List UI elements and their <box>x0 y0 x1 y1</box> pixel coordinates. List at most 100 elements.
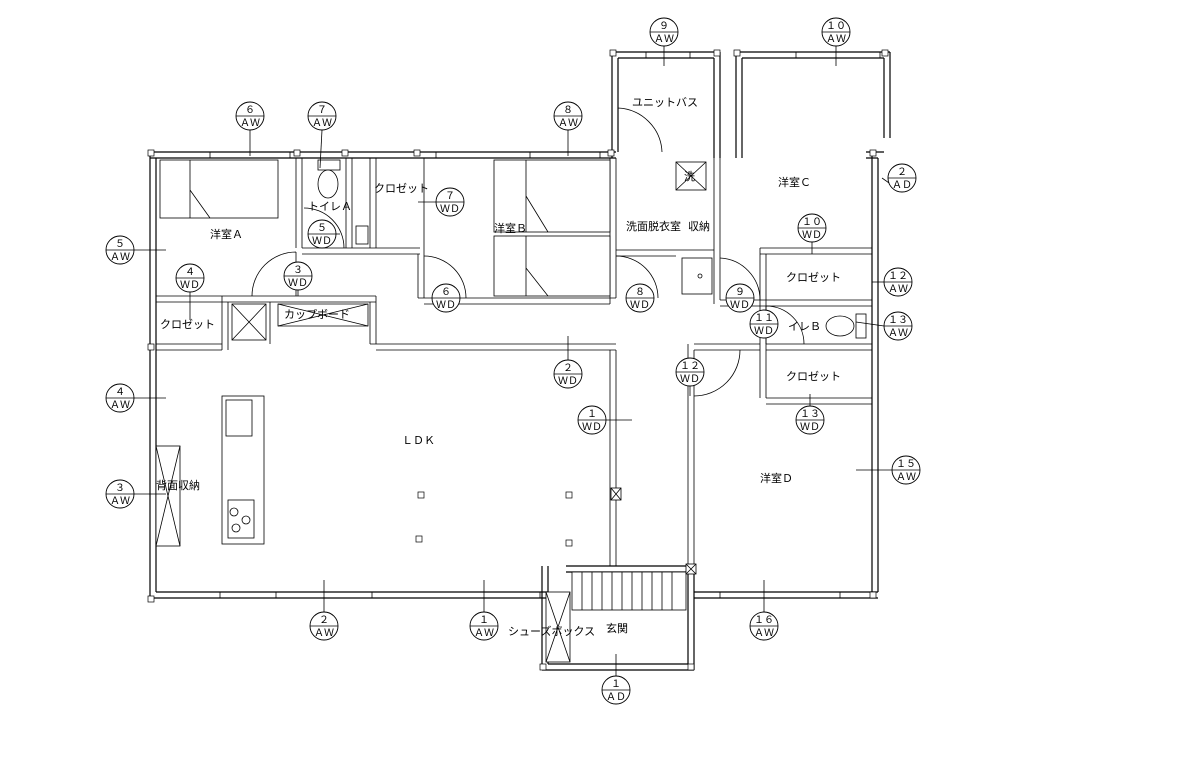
tag-type: ＡＷ <box>558 118 578 129</box>
tag-wd1: １ＷＤ <box>577 405 632 435</box>
room-label-ldk: ＬＤＫ <box>402 434 435 447</box>
room-label-cupboard: カップボード <box>284 308 350 321</box>
tag-type: ＡＷ <box>110 496 130 507</box>
room-label-closet-1: クロゼット <box>374 182 429 195</box>
tag-aw1: １ＡＷ <box>469 580 499 641</box>
tag-number: １３ <box>888 315 908 326</box>
tag-aw8: ８ＡＷ <box>553 101 583 156</box>
tag-type: ＷＤ <box>436 300 456 311</box>
exterior-walls <box>149 51 891 671</box>
room-label-closet-2: クロゼット <box>786 271 841 284</box>
tag-number: ４ <box>185 267 195 278</box>
tag-type: ＡＷ <box>110 400 130 411</box>
tag-number: １２ <box>680 361 700 372</box>
tag-type: ＡＷ <box>312 118 332 129</box>
tag-type: ＷＤ <box>440 204 460 215</box>
opening-tags: ９ＡＷ１０ＡＷ６ＡＷ７ＡＷ８ＡＷ２ＡＤ７ＷＤ１０ＷＤ５ＡＷ５ＷＤ４ＷＤ３ＷＤ６Ｗ… <box>105 17 921 705</box>
tag-number: ７ <box>317 105 327 116</box>
tag-wd3: ３ＷＤ <box>283 261 313 296</box>
tag-type: ＡＷ <box>888 328 908 339</box>
tag-number: １３ <box>800 409 820 420</box>
tag-number: １６ <box>754 615 774 626</box>
tag-type: ＡＷ <box>754 628 774 639</box>
tag-leader <box>319 129 323 169</box>
tag-type: ＡＷ <box>474 628 494 639</box>
tag-number: １ <box>587 409 597 420</box>
tag-wd8: ８ＷＤ <box>625 283 655 313</box>
room-label-unit-bath: ユニットバス <box>632 96 698 109</box>
tag-type: ＷＤ <box>630 300 650 311</box>
posts <box>147 49 889 671</box>
tag-number: １１ <box>754 313 774 324</box>
tag-ad2: ２ＡＤ <box>881 163 917 193</box>
tag-type: ＡＷ <box>240 118 260 129</box>
tag-number: １５ <box>896 459 916 470</box>
room-label-toilet-a: トイレＡ <box>308 200 352 213</box>
tag-leader <box>855 321 885 327</box>
tag-aw6: ６ＡＷ <box>235 101 265 156</box>
tag-type: ＷＤ <box>582 422 602 433</box>
tag-number: ２ <box>897 167 907 178</box>
tag-number: １０ <box>826 21 846 32</box>
tag-number: ３ <box>293 265 303 276</box>
fixtures <box>155 159 867 663</box>
washer-label: 洗 <box>684 170 695 183</box>
tag-number: ３ <box>115 483 125 494</box>
tag-aw2: ２ＡＷ <box>309 580 339 641</box>
tag-number: ９ <box>735 287 745 298</box>
tag-number: １２ <box>888 271 908 282</box>
window-openings <box>149 52 881 598</box>
tag-number: ６ <box>441 287 451 298</box>
tag-type: ＷＤ <box>288 278 308 289</box>
room-label-closet-a: クロゼット <box>160 318 215 331</box>
tag-wd6: ６ＷＤ <box>431 283 461 313</box>
tag-type: ＡＷ <box>110 252 130 263</box>
tag-number: ５ <box>115 239 125 250</box>
tag-wd2: ２ＷＤ <box>553 336 583 389</box>
room-label-western-a: 洋室Ａ <box>210 227 243 241</box>
room-label-closet-3: クロゼット <box>786 370 841 383</box>
tag-type: ＷＤ <box>800 422 820 433</box>
room-label-western-d: 洋室Ｄ <box>760 471 793 485</box>
tag-aw5: ５ＡＷ <box>105 235 166 265</box>
tag-number: １ <box>611 679 621 690</box>
room-label-washroom: 洗面脱衣室 <box>626 219 681 233</box>
tag-type: ＷＤ <box>730 300 750 311</box>
tag-wd7: ７ＷＤ <box>418 187 465 217</box>
tag-number: １０ <box>802 217 822 228</box>
tag-type: ＷＤ <box>754 326 774 337</box>
tag-number: ２ <box>563 363 573 374</box>
tag-type: ＡＤ <box>892 180 912 191</box>
tag-type: ＡＷ <box>654 34 674 45</box>
tag-type: ＡＤ <box>606 692 626 703</box>
tag-type: ＡＷ <box>826 34 846 45</box>
tag-type: ＡＷ <box>888 284 908 295</box>
tag-number: ２ <box>319 615 329 626</box>
tag-number: ８ <box>635 287 645 298</box>
tag-wd9: ９ＷＤ <box>725 283 755 313</box>
tag-type: ＷＤ <box>180 280 200 291</box>
tag-number: ７ <box>445 191 455 202</box>
tag-aw7: ７ＡＷ <box>307 101 337 169</box>
tag-wd4: ４ＷＤ <box>175 263 205 320</box>
tag-type: ＡＷ <box>896 472 916 483</box>
tag-ad1: １ＡＤ <box>601 654 631 705</box>
tag-number: ９ <box>659 21 669 32</box>
tag-aw3: ３ＡＷ <box>105 479 166 509</box>
tag-type: ＡＷ <box>314 628 334 639</box>
room-label-back-storage: 背面収納 <box>156 478 200 492</box>
room-label-western-c: 洋室Ｃ <box>778 175 811 189</box>
tag-wd5: ５ＷＤ <box>307 219 340 249</box>
room-label-entrance: 玄関 <box>606 621 628 635</box>
tag-type: ＷＤ <box>558 376 578 387</box>
tag-type: ＷＤ <box>802 230 822 241</box>
room-label-western-b: 洋室Ｂ <box>494 221 527 235</box>
